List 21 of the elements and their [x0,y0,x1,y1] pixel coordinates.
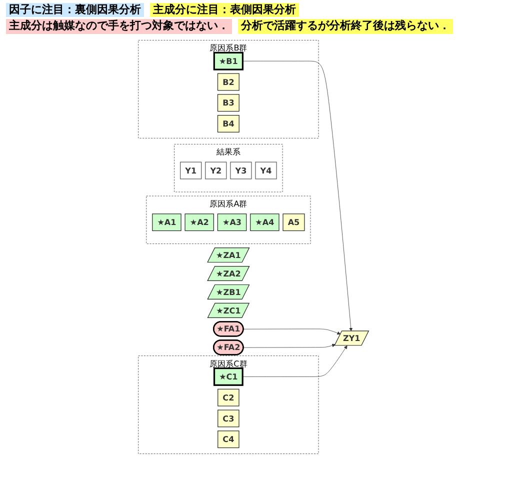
node-box: ★C1 [213,367,244,386]
node-box: A5 [282,213,305,231]
note-text: 分析で活躍するが分析終了後は残らない． [238,19,453,34]
node-box: Y2 [205,161,227,179]
note-text: 主成分は触媒なので手を打つ対象ではない． [6,19,232,34]
node-box: C2 [218,388,240,406]
node-box: ★B1 [213,51,244,70]
node-box: C4 [218,430,240,448]
node-box: B4 [217,114,240,132]
note-text: 主成分に注目：表側因果分析 [150,3,299,18]
node-box: ★A3 [217,213,247,231]
node-box: ★A4 [250,213,280,231]
node-box: ★A1 [152,213,182,231]
node-box: Y3 [230,161,252,179]
note-text: 因子に注目：裏側因果分析 [6,3,144,18]
node-box: Y4 [255,161,277,179]
node-box: ★A2 [184,213,214,231]
node-box: Y1 [180,161,202,179]
node-box: B3 [217,94,240,112]
node-box: B2 [217,72,240,90]
node-box: C3 [218,409,240,427]
